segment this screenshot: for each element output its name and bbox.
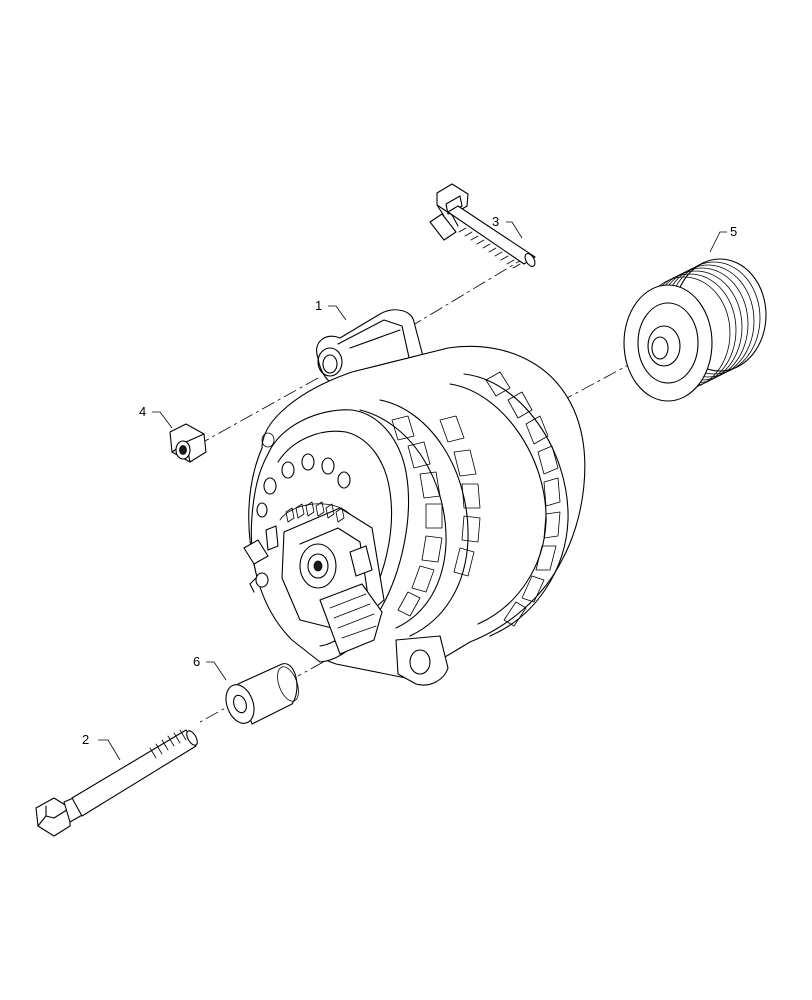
callout-1: 1	[315, 298, 322, 313]
rear-vents	[256, 453, 351, 518]
bolt-lower-thread	[149, 729, 187, 759]
alternator	[243, 309, 586, 686]
bolt-upper-thread	[458, 227, 521, 269]
callout-2: 2	[82, 732, 89, 747]
stator-fins	[449, 371, 569, 637]
leader-6	[206, 661, 227, 681]
bolt-upper	[429, 183, 536, 269]
centerline-nut-4	[195, 377, 319, 447]
spacer-sleeve	[225, 663, 299, 725]
leader-2	[98, 739, 121, 761]
slip-ring-detail	[279, 501, 351, 523]
callout-leaders	[98, 221, 727, 761]
callout-labels: 1 2 3 4 5 6	[82, 214, 737, 747]
bolt-lower	[35, 729, 198, 837]
pulley	[623, 258, 767, 402]
leader-4	[152, 411, 173, 429]
leader-1	[328, 305, 347, 321]
callout-4: 4	[139, 404, 146, 419]
callout-3: 3	[492, 214, 499, 229]
rotor-ribs	[359, 399, 481, 637]
leader-5	[709, 231, 727, 253]
leader-3	[506, 221, 523, 239]
nut	[169, 423, 207, 463]
callout-6: 6	[193, 654, 200, 669]
callout-5: 5	[730, 224, 737, 239]
